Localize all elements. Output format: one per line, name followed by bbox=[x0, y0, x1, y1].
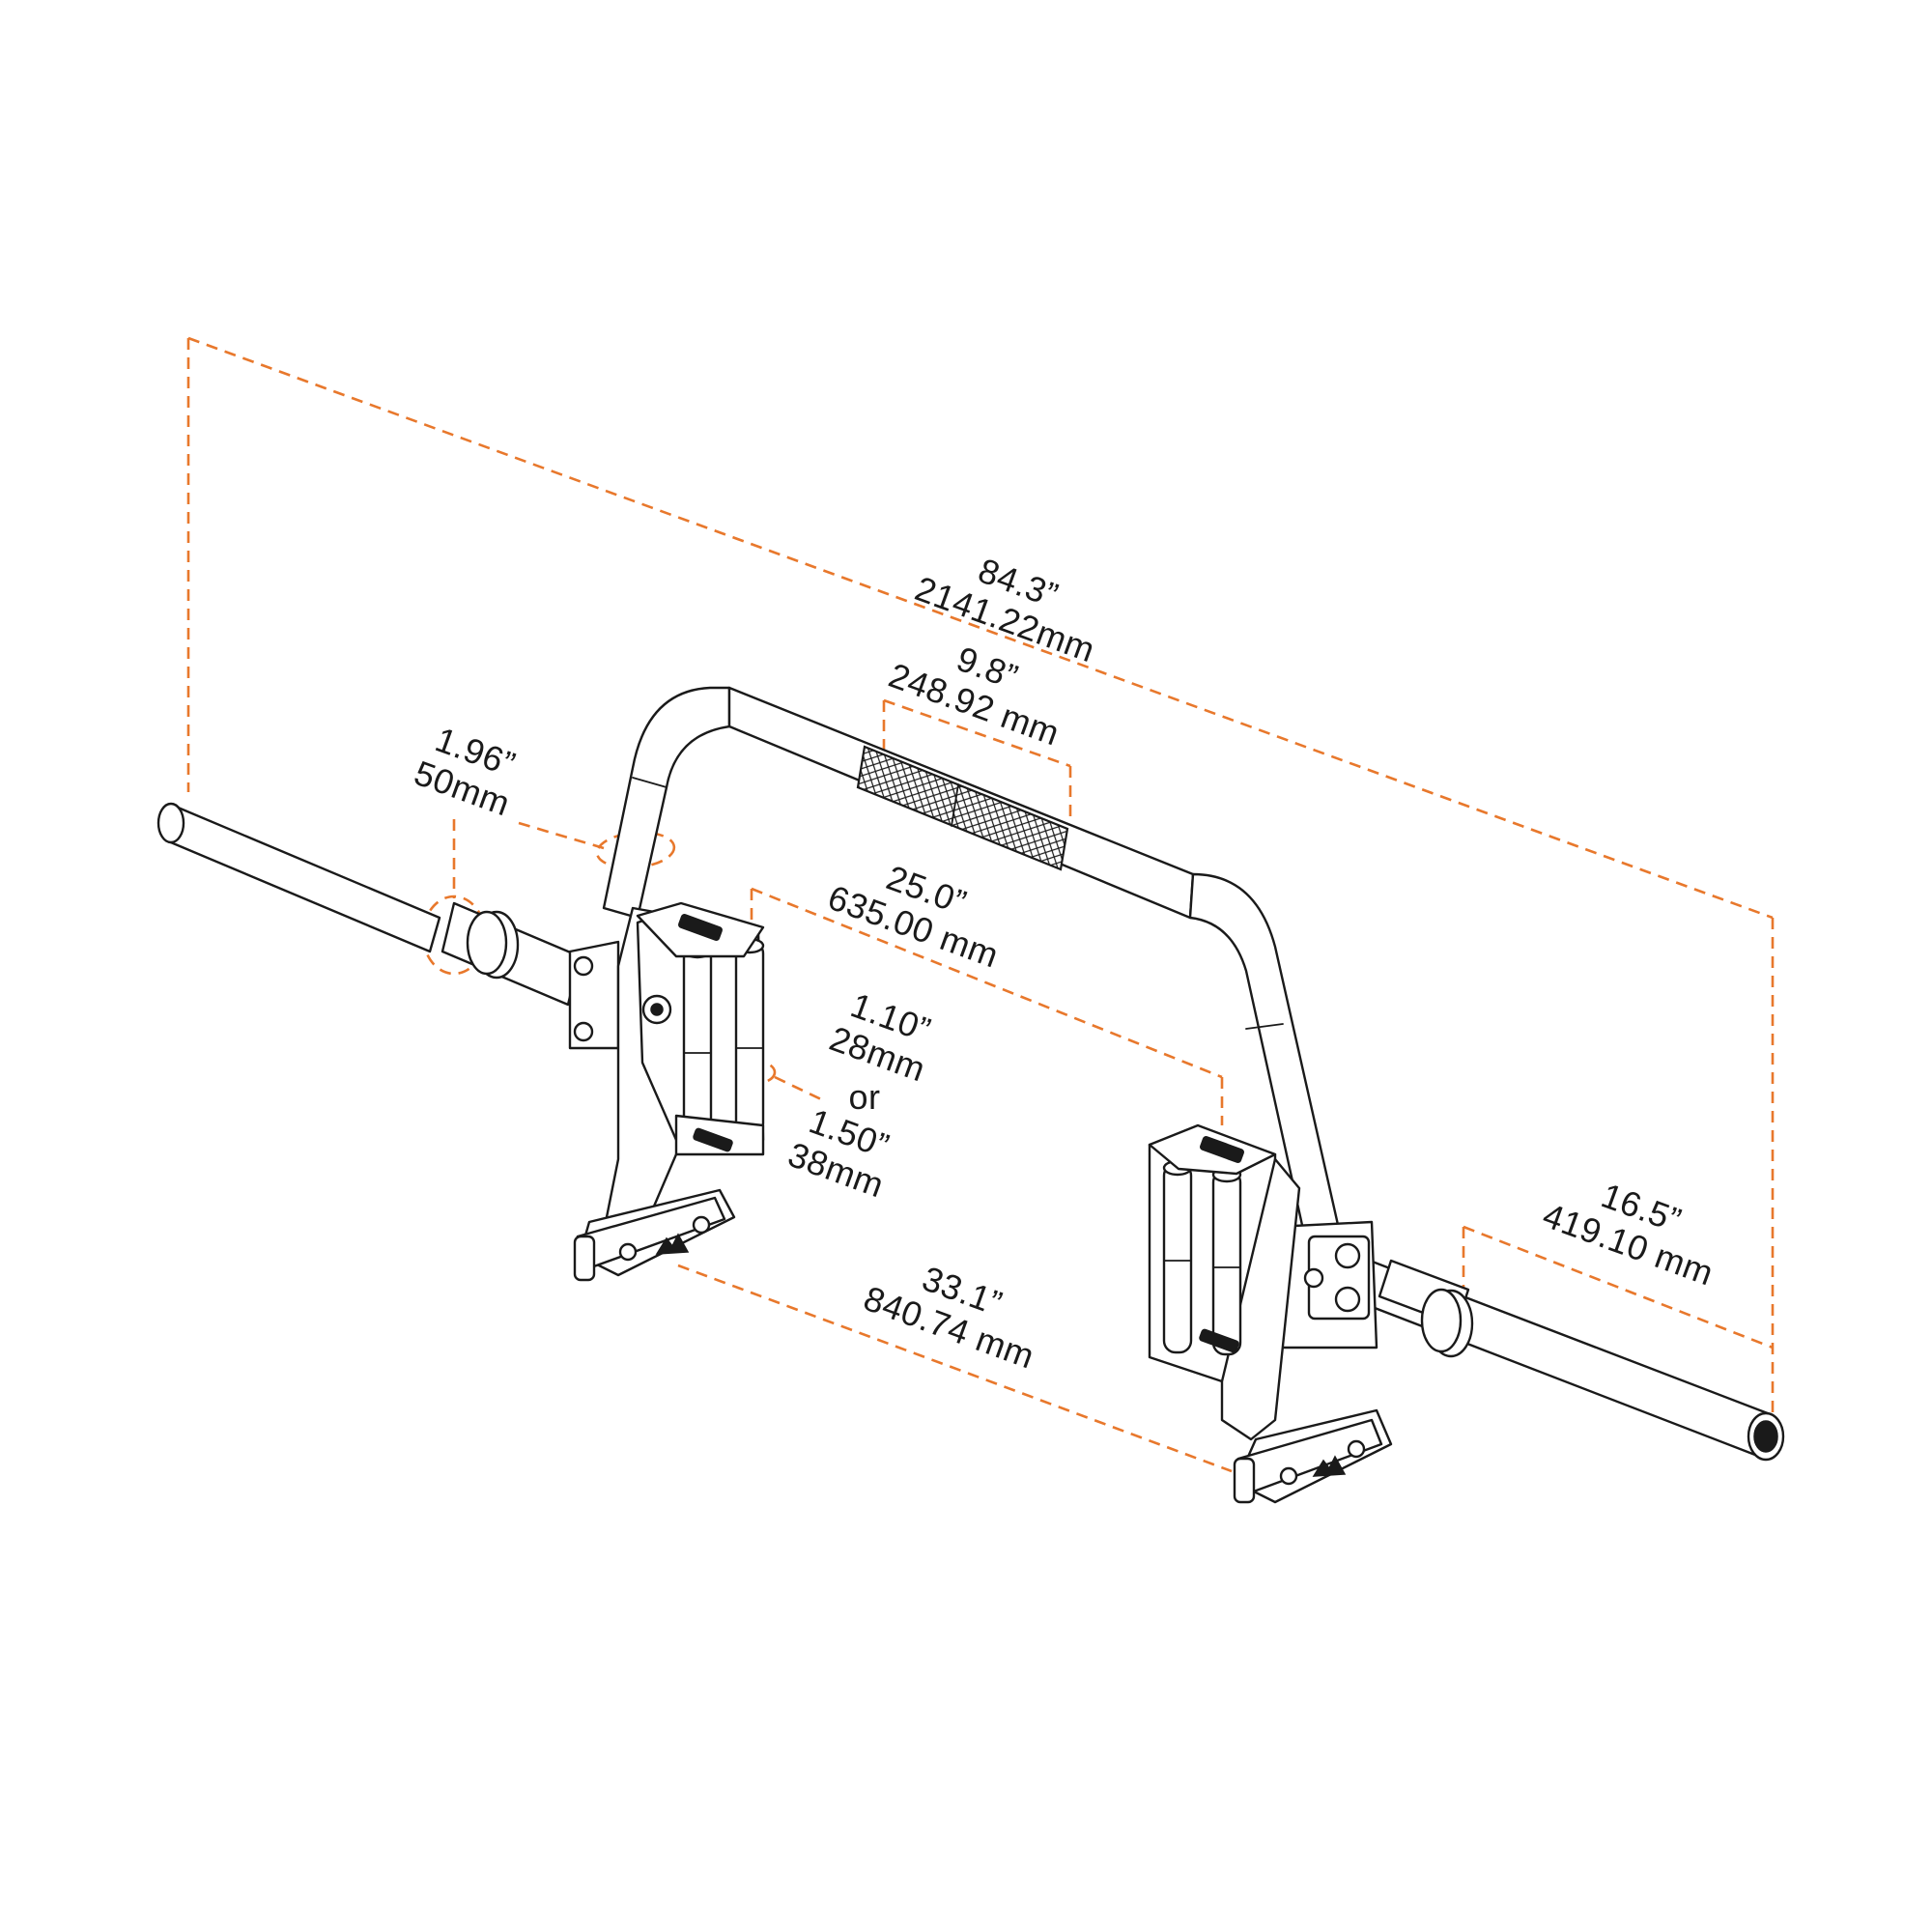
right-roller-assembly bbox=[1148, 1123, 1393, 1504]
roller-diameter-label: 1.10” 28mm bbox=[825, 985, 936, 1090]
roller-diameter-or: or bbox=[848, 1077, 880, 1117]
sleeve-length-label: 16.5” 419.10 mm bbox=[1538, 1176, 1719, 1293]
knurl-grip bbox=[856, 745, 1069, 871]
left-roller-assembly bbox=[568, 901, 765, 1282]
foot-spacing-label: 33.1” 840.74 mm bbox=[859, 1259, 1039, 1377]
roller-diameter-label-b: 1.50” 38mm bbox=[783, 1101, 895, 1206]
trap-bar-drawing bbox=[156, 686, 1785, 1504]
roller-diameter-leader bbox=[774, 1075, 822, 1101]
overall-length-label: 84.3” 2141.22mm bbox=[910, 551, 1100, 670]
brand-logo-mark-right-bottom bbox=[1199, 1328, 1239, 1353]
frame bbox=[602, 686, 1345, 1258]
sleeve-diameter-label: 1.96” 50mm bbox=[410, 720, 521, 824]
mountain-logo-mark bbox=[655, 1233, 690, 1255]
brand-logo-mark-bottom bbox=[693, 1127, 733, 1152]
sleeve-length-line bbox=[1463, 1225, 1774, 1350]
foot-spacing-line bbox=[677, 1264, 1233, 1473]
knurl-line bbox=[883, 698, 1071, 768]
brand-logo-mark-right bbox=[1200, 1135, 1244, 1164]
right-sleeve bbox=[1343, 1254, 1785, 1462]
mountain-logo-mark-right bbox=[1312, 1455, 1347, 1477]
sleeve-diameter-leader bbox=[518, 821, 605, 850]
left-sleeve bbox=[156, 802, 582, 1007]
brand-logo-mark bbox=[678, 913, 723, 942]
overall-length-line bbox=[187, 336, 1774, 920]
handle-width-line bbox=[751, 887, 1223, 1079]
